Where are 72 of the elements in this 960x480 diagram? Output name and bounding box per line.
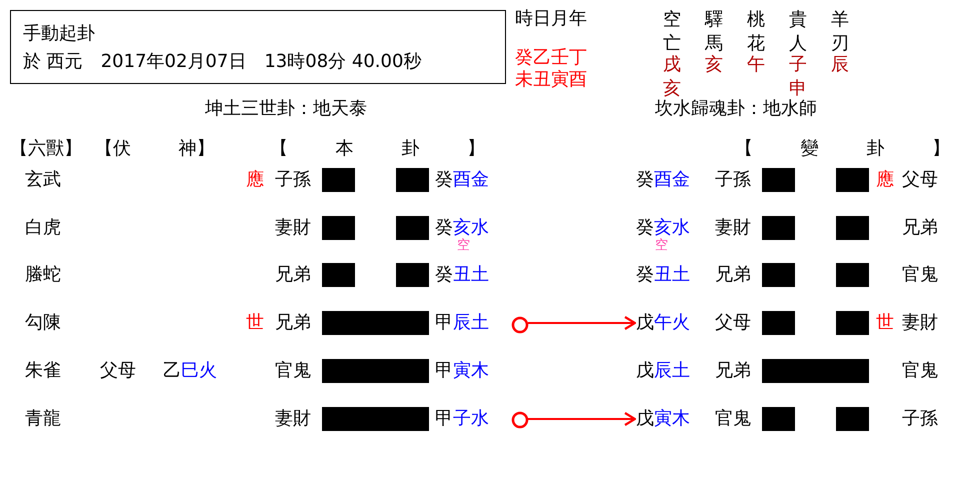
relation-text: 兄弟 <box>715 264 751 286</box>
relation-text: 官鬼 <box>902 360 938 382</box>
branch-text: 甲辰土 <box>435 312 489 334</box>
void-mark: 空 <box>655 238 668 253</box>
relation-text: 子孫 <box>715 169 751 191</box>
relation-text: 官鬼 <box>715 408 751 430</box>
branch-text: 戊午火 <box>636 312 690 334</box>
table-cell: 戌 <box>663 54 681 76</box>
relation-text: 兄弟 <box>275 264 311 286</box>
branch-text: 戊辰土 <box>636 360 690 382</box>
column-heading: 貴人 <box>789 8 808 56</box>
relation-text: 父母 <box>902 169 938 191</box>
moving-line-circle <box>511 411 529 429</box>
relation-text: 妻財 <box>275 217 311 239</box>
table-cell-text: 申 <box>789 78 807 99</box>
relation-text: 子孫 <box>902 408 938 430</box>
relation-text: 妻財 <box>275 408 311 430</box>
branch-text: 癸丑土 <box>636 264 690 286</box>
arrow <box>528 316 636 330</box>
relation-text: 兄弟 <box>902 217 938 239</box>
title-text: 手動起卦 <box>23 23 95 45</box>
branch-text: 癸酉金 <box>435 169 489 191</box>
branch-text: 癸亥水 <box>435 217 489 238</box>
relation-text: 妻財 <box>715 217 751 239</box>
table-cell: 辰 <box>831 54 849 76</box>
table-cell: 亥 <box>705 54 723 76</box>
column-heading: 羊刃 <box>831 8 850 56</box>
hexagram-name: 坤土三世卦：地天泰 <box>205 98 367 120</box>
marker-text: 世 <box>876 312 894 334</box>
marker-text: 應 <box>246 169 264 191</box>
column-heading: 驛馬 <box>705 8 724 54</box>
column-heading: 【伏 神】 <box>95 138 215 160</box>
column-heading: 桃花 <box>747 8 766 56</box>
column-heading: 空亡 <box>663 8 682 55</box>
relation-text: 妻財 <box>902 312 938 334</box>
branch-text: 乙巳火 <box>163 360 217 382</box>
column-heading: 【 本 卦 】 <box>270 138 486 160</box>
relation-text: 官鬼 <box>275 360 311 382</box>
spirit-text: 螣蛇 <box>25 264 61 286</box>
branch-text: 戊寅木 <box>636 408 690 430</box>
column-heading: 時日月年 <box>515 8 587 30</box>
relation-text: 官鬼 <box>902 264 938 286</box>
branch-text: 癸亥水 <box>636 217 690 238</box>
pillar-text: 癸乙壬丁 <box>515 47 587 69</box>
moving-line-circle <box>511 316 529 334</box>
spirit-text: 玄武 <box>25 169 61 191</box>
void-mark: 空 <box>457 238 470 253</box>
pillar-text: 未丑寅酉 <box>515 69 587 91</box>
branch-text: 癸丑土 <box>435 264 489 286</box>
spirit-text: 朱雀 <box>25 360 61 382</box>
marker-text: 應 <box>876 169 894 191</box>
column-heading: 【六獸】 <box>10 138 82 160</box>
hexagram-name: 坎水歸魂卦：地水師 <box>655 98 817 120</box>
table-cell: 午 <box>747 54 765 76</box>
relation-text: 兄弟 <box>275 312 311 334</box>
spirit-text: 白虎 <box>25 217 61 239</box>
relation-text: 父母 <box>100 360 136 382</box>
table-cell-text: 亥 <box>663 78 681 99</box>
branch-text: 癸酉金 <box>636 169 690 191</box>
arrow <box>528 412 636 426</box>
branch-text: 甲子水 <box>435 408 489 430</box>
relation-text: 父母 <box>715 312 751 334</box>
relation-text: 子孫 <box>275 169 311 191</box>
date-text: 於 西元 2017年02月07日 13時08分 40.00秒 <box>23 51 422 73</box>
marker-text: 世 <box>246 312 264 334</box>
table-cell: 子 <box>789 54 807 76</box>
relation-text: 兄弟 <box>715 360 751 382</box>
header-box <box>10 10 506 84</box>
branch-text: 甲寅木 <box>435 360 489 382</box>
spirit-text: 青龍 <box>25 408 61 430</box>
spirit-text: 勾陳 <box>25 312 61 334</box>
column-heading: 【 變 卦 】 <box>735 138 950 160</box>
